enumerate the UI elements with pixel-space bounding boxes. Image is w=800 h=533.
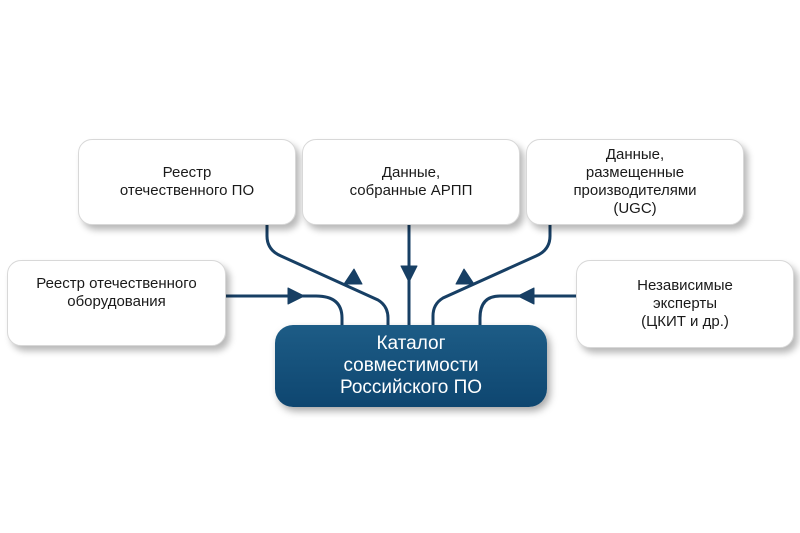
node-ugc-data: Данные, размещенные производителями (UGC… <box>526 139 744 225</box>
connector-ugc-data <box>431 220 552 329</box>
arrowhead-arpp-data <box>400 265 418 283</box>
connector-experts <box>478 294 610 329</box>
center-node-catalog: Каталог совместимости Российского ПО <box>275 325 547 407</box>
arrowhead-registry-hardware <box>287 287 305 305</box>
node-label: Данные, размещенные производителями (UGC… <box>573 146 697 217</box>
arrowhead-registry-software <box>343 268 363 285</box>
arrowhead-experts <box>517 287 535 305</box>
node-arpp-data: Данные, собранные АРПП <box>302 139 520 225</box>
node-label: Реестр отечественного оборудования <box>36 275 197 310</box>
center-label: Каталог совместимости Российского ПО <box>339 333 483 398</box>
node-registry-software: Реестр отечественного ПО <box>78 139 296 225</box>
node-registry-hardware: Реестр отечественного оборудования <box>7 260 226 346</box>
node-label: Независимые эксперты (ЦКИТ и др.) <box>637 277 733 330</box>
node-experts: Независимые эксперты (ЦКИТ и др.) <box>576 260 794 348</box>
connector-registry-software <box>265 220 390 329</box>
node-label: Реестр отечественного ПО <box>119 164 255 199</box>
arrowhead-ugc-data <box>455 268 475 285</box>
node-label: Данные, собранные АРПП <box>349 164 473 199</box>
connector-registry-hardware <box>222 294 344 329</box>
